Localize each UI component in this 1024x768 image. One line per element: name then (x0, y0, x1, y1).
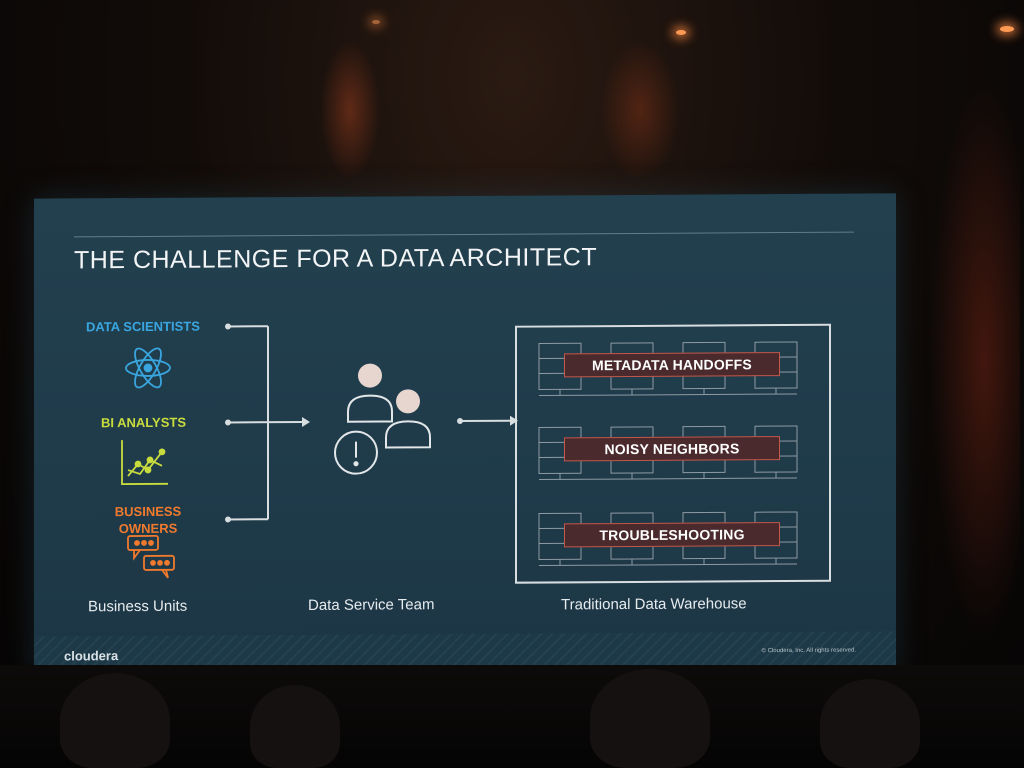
audience-head (820, 679, 920, 768)
arrowhead-icon (302, 416, 310, 427)
stage-light-glow (600, 40, 680, 180)
issue-bar-troubleshooting: TROUBLESHOOTING (564, 522, 780, 548)
warehouse-box: METADATA HANDOFFS NOISY NEIGHBORS TROUBL… (515, 323, 831, 584)
audience-head (250, 685, 340, 768)
column-label-data-service-team: Data Service Team (308, 596, 435, 614)
issue-bar-noisy-neighbors: NOISY NEIGHBORS (564, 436, 780, 462)
connector-lines (228, 325, 510, 521)
ceiling-lamp (372, 20, 380, 24)
connector-dot (457, 418, 463, 425)
ceiling-lamp (1000, 26, 1014, 32)
alert-icon (334, 430, 378, 475)
team-icon (347, 363, 431, 449)
atom-icon (125, 347, 171, 389)
audience-head (60, 673, 170, 768)
chat-bubbles-icon (127, 534, 175, 579)
audience-head (590, 669, 710, 768)
presentation-slide: THE CHALLENGE FOR A DATA ARCHITECT (34, 193, 896, 679)
group-label-bi-analysts: BI ANALYSTS (101, 414, 186, 431)
group-label-data-scientists: DATA SCIENTISTS (86, 318, 200, 335)
audience-silhouettes (0, 665, 1024, 768)
cloudera-logo: cloudera (64, 648, 119, 664)
connector-dot (225, 516, 231, 523)
group-label-business-owners: BUSINESS OWNERS (114, 503, 182, 537)
stage-light-glow (930, 80, 1020, 640)
column-label-traditional-dw: Traditional Data Warehouse (561, 595, 747, 614)
stage-light-glow (320, 40, 380, 180)
arrowhead-icon (510, 415, 518, 426)
column-label-business-units: Business Units (88, 597, 188, 616)
copyright-notice: © Cloudera, Inc. All rights reserved. (761, 647, 856, 655)
connector-dot (225, 419, 231, 426)
issue-bar-metadata-handoffs: METADATA HANDOFFS (564, 352, 780, 378)
ceiling-lamp (676, 30, 686, 35)
connector-dot (225, 323, 231, 330)
line-chart-icon (121, 440, 168, 486)
